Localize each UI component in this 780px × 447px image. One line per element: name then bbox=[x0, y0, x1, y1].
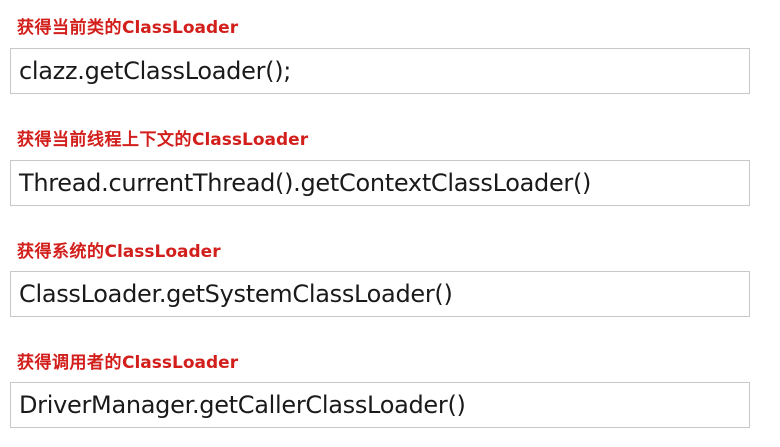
code-line: ClassLoader.getSystemClassLoader() bbox=[19, 280, 453, 308]
code-box: Thread.currentThread().getContextClassLo… bbox=[10, 160, 750, 206]
code-box: ClassLoader.getSystemClassLoader() bbox=[10, 271, 750, 317]
heading-text: 获得系统的 bbox=[17, 242, 105, 262]
section-heading: 获得当前类的ClassLoader bbox=[17, 16, 238, 40]
code-box: DriverManager.getCallerClassLoader() bbox=[10, 382, 750, 428]
code-line: DriverManager.getCallerClassLoader() bbox=[19, 391, 466, 419]
section-heading: 获得当前线程上下文的ClassLoader bbox=[17, 128, 308, 152]
heading-classloader: ClassLoader bbox=[122, 18, 239, 38]
heading-text: 获得调用者的 bbox=[17, 353, 122, 373]
heading-text: 获得当前类的 bbox=[17, 18, 122, 38]
heading-classloader: ClassLoader bbox=[122, 353, 239, 373]
heading-classloader: ClassLoader bbox=[192, 130, 309, 150]
code-line: clazz.getClassLoader(); bbox=[19, 57, 292, 85]
section-heading: 获得系统的ClassLoader bbox=[17, 240, 221, 264]
heading-classloader: ClassLoader bbox=[104, 242, 221, 262]
section-heading: 获得调用者的ClassLoader bbox=[17, 351, 238, 375]
code-box: clazz.getClassLoader(); bbox=[10, 48, 750, 94]
heading-text: 获得当前线程上下文的 bbox=[17, 130, 192, 150]
code-line: Thread.currentThread().getContextClassLo… bbox=[19, 169, 592, 197]
